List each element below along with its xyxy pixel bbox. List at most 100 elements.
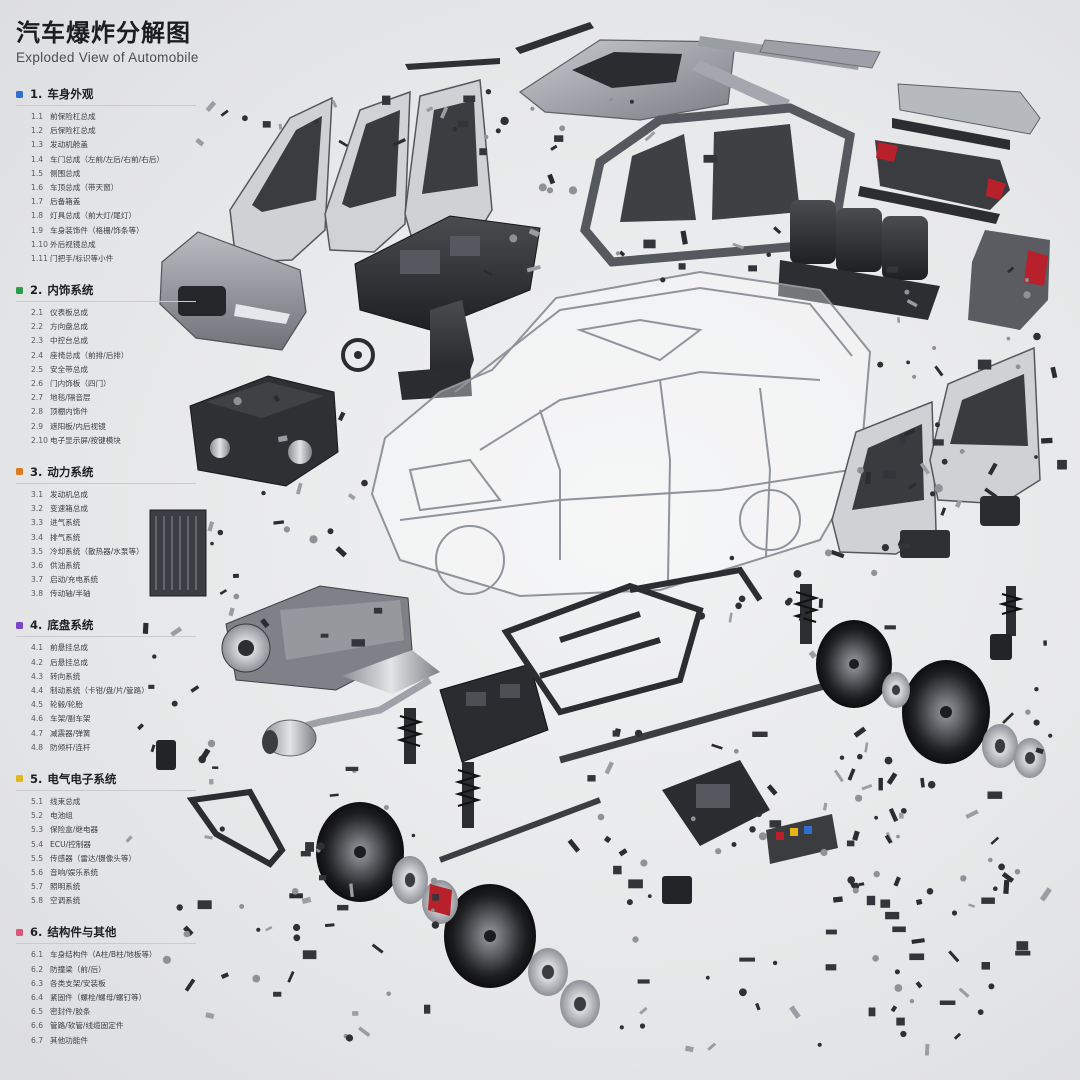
- fastener-part: [220, 109, 229, 117]
- rear-bumper-tail-assembly: [875, 140, 1010, 210]
- dashboard-frame: [354, 215, 541, 331]
- fastener-part: [320, 633, 329, 638]
- legend-item-number: 5.1: [31, 796, 44, 806]
- transmission-assembly: [221, 585, 413, 691]
- fastener-part: [182, 925, 194, 937]
- fastener-part: [150, 744, 156, 753]
- fastener-part: [619, 250, 626, 257]
- legend-item-label: 车门总成（左前/左后/右前/右后）: [50, 154, 164, 164]
- legend-item-label: 门内饰板（四门）: [50, 379, 111, 388]
- fastener-part: [855, 794, 863, 802]
- legend-color-swatch: [16, 286, 23, 294]
- legend-section-number: 2.: [30, 283, 43, 298]
- fastener-part: [893, 876, 901, 887]
- legend-item-label: 车身装饰件（格栅/饰条等）: [50, 225, 144, 235]
- wheel-front-right: [444, 884, 536, 988]
- legend-item-number: 2.1: [31, 308, 44, 318]
- fastener-part: [1041, 437, 1053, 444]
- fastener-part: [587, 775, 596, 782]
- legend-item-number: 2.10: [31, 435, 48, 445]
- fastener-part: [1025, 709, 1031, 715]
- legend-color-swatch: [16, 928, 23, 936]
- fastener-part: [935, 422, 940, 428]
- fastener-part: [993, 886, 998, 891]
- fastener-part: [295, 482, 303, 495]
- rear-window-trim: [692, 60, 790, 112]
- fastener-part: [431, 908, 435, 912]
- fastener-part: [305, 842, 314, 852]
- fastener-part: [729, 555, 735, 561]
- fastener-part: [690, 816, 696, 822]
- legend-item-number: 3.1: [31, 489, 44, 499]
- fastener-part: [830, 549, 845, 559]
- fastener-part: [798, 610, 806, 622]
- fastener-part: [604, 761, 614, 775]
- fastener-part: [615, 251, 621, 256]
- fastener-part: [1033, 719, 1040, 726]
- fastener-part: [990, 836, 1000, 845]
- legend-item-label: 照明系统: [50, 882, 81, 892]
- front-axle: [438, 797, 602, 863]
- legend-section-header: 2.内饰系统: [16, 282, 196, 303]
- fastener-part: [884, 625, 896, 630]
- fastener-part: [283, 526, 290, 533]
- fastener-part: [907, 482, 917, 490]
- fastener-part: [337, 904, 349, 911]
- fastener-part: [888, 807, 899, 823]
- fastener-part: [632, 936, 639, 943]
- fastener-part: [908, 285, 913, 292]
- fastener-part: [868, 1007, 876, 1017]
- fastener-part: [219, 589, 228, 595]
- fastener-part: [430, 877, 438, 885]
- fastener-part: [347, 493, 356, 501]
- fastener-part: [1034, 455, 1038, 459]
- legend-item-number: 1.8: [31, 211, 44, 221]
- fastener-part: [319, 875, 327, 881]
- legend-item-label: 紧固件（螺栓/螺母/螺钉等）: [50, 993, 147, 1002]
- legend-item-label: 后悬挂总成: [50, 657, 88, 667]
- legend-item-number: 3.6: [31, 560, 44, 570]
- fastener-part: [865, 471, 872, 485]
- fastener-part: [184, 978, 196, 992]
- fastener-part: [485, 89, 492, 95]
- fastener-part: [233, 397, 242, 406]
- legend-item-label: 门把手/标识等小件: [50, 253, 114, 263]
- legend-color-swatch: [16, 468, 23, 476]
- fastener-part: [987, 462, 998, 476]
- fastener-part: [857, 466, 864, 474]
- legend-section-name: 电气电子系统: [47, 771, 117, 786]
- fastener-part: [903, 428, 916, 437]
- fastener-part: [752, 731, 768, 737]
- fastener-part: [204, 835, 213, 840]
- fastener-part: [148, 684, 155, 689]
- legend-item-label: 管路/软管/线缆固定件: [50, 1021, 124, 1031]
- fastener-part: [1035, 747, 1044, 755]
- legend-item-number: 3.4: [31, 532, 44, 542]
- fastener-part: [278, 123, 283, 130]
- legend-item-number: 1.7: [31, 197, 44, 207]
- fastener-part: [965, 809, 979, 819]
- fastener-part: [373, 607, 383, 614]
- fastener-part: [220, 972, 230, 979]
- fastener-part: [852, 830, 860, 841]
- fastener-part: [808, 650, 817, 659]
- fastener-part: [528, 228, 540, 238]
- legend-item-label: 转向系统: [50, 671, 81, 681]
- fastener-part: [137, 723, 145, 731]
- legend-item-number: 4.4: [31, 686, 44, 695]
- fastener-part: [739, 957, 755, 962]
- fastener-part: [711, 743, 723, 750]
- legend-item-number: 4.6: [31, 714, 44, 724]
